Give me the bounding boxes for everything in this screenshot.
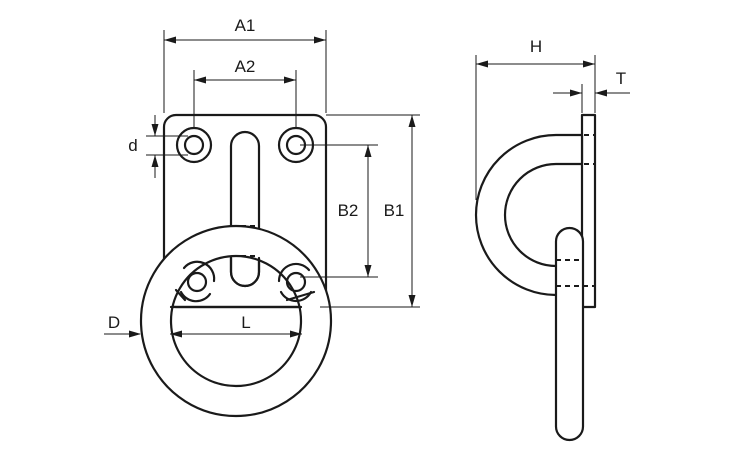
side-loop: [474, 133, 584, 297]
dimension-l: L: [170, 313, 302, 338]
lower-right-hole: [277, 262, 313, 303]
label-a2: A2: [235, 57, 256, 76]
slot-lower-end: [229, 256, 261, 288]
plate-corner-left: [174, 288, 187, 302]
label-l: L: [241, 313, 250, 332]
dimension-d-large: D: [104, 313, 141, 338]
side-view: [474, 113, 597, 442]
label-b2: B2: [338, 201, 359, 220]
label-t: T: [616, 69, 626, 88]
ring: [139, 224, 333, 418]
dimension-a1: A1: [163, 16, 327, 113]
label-d-large: D: [108, 313, 120, 332]
label-b1: B1: [384, 201, 405, 220]
side-ring: [554, 226, 585, 442]
dimension-b1: B1: [320, 114, 420, 308]
front-view: [139, 113, 333, 418]
dimension-a2: A2: [193, 57, 297, 128]
front-dimensions: A1 A2 d B2: [104, 16, 420, 338]
side-dimensions: H T: [475, 37, 630, 200]
dimension-b2: B2: [300, 144, 378, 278]
label-h: H: [530, 37, 542, 56]
dimension-d-small: d: [128, 115, 188, 178]
center-slot: [229, 130, 261, 288]
lower-left-hole: [179, 260, 216, 303]
dimension-t: T: [553, 69, 630, 113]
label-a1: A1: [235, 16, 256, 35]
label-d-small: d: [128, 136, 137, 155]
dimension-h: H: [475, 37, 596, 200]
